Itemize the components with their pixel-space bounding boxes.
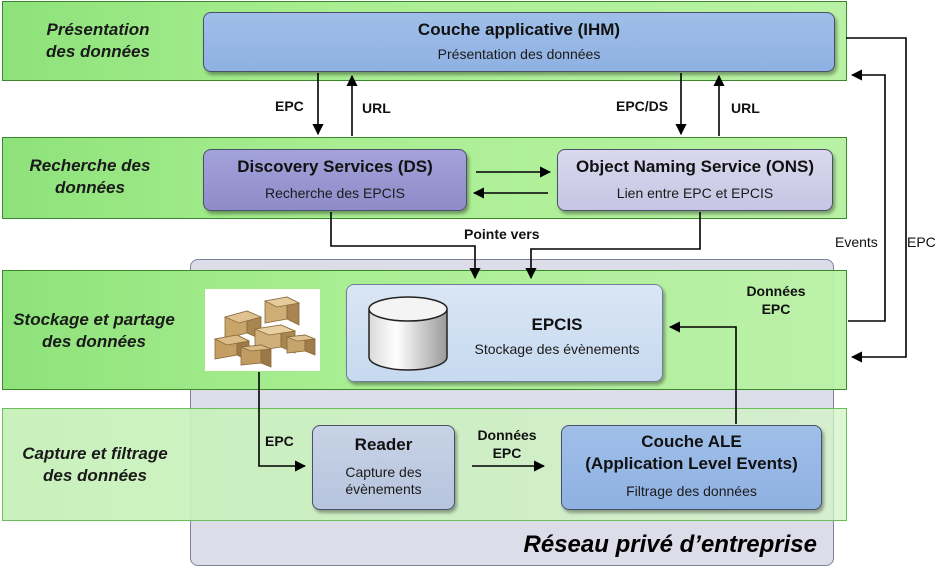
ihm-title: Couche applicative (IHM) bbox=[417, 20, 621, 39]
label-events: Events bbox=[835, 234, 878, 250]
arrow-ons-points-to-epcis bbox=[525, 212, 701, 280]
ihm-box: Couche applicative (IHM) Présentation de… bbox=[203, 12, 835, 72]
ihm-subtitle: Présentation des données bbox=[437, 46, 601, 62]
ons-title: Object Naming Service (ONS) bbox=[575, 157, 815, 176]
epcis-subtitle: Stockage des évènements bbox=[474, 341, 640, 357]
database-cylinder-icon bbox=[368, 296, 448, 371]
label-epc-ds: EPC/DS bbox=[616, 98, 669, 114]
label-pointe-vers: Pointe vers bbox=[464, 226, 540, 242]
ds-subtitle: Recherche des EPCIS bbox=[264, 185, 406, 201]
ale-box: Couche ALE(Application Level Events) Fil… bbox=[561, 425, 822, 510]
label-url-left: URL bbox=[362, 100, 391, 116]
ale-title: Couche ALE(Application Level Events) bbox=[585, 432, 798, 473]
label-url-right: URL bbox=[731, 100, 760, 116]
arrow-epc-to-reader bbox=[258, 372, 307, 472]
ons-box: Object Naming Service (ONS) Lien entre E… bbox=[557, 149, 833, 211]
label-epc-reader: EPC bbox=[265, 433, 294, 449]
epcis-title: EPCIS bbox=[531, 315, 583, 334]
arrow-ale-to-epcis bbox=[668, 321, 737, 424]
reader-title: Reader bbox=[354, 435, 413, 454]
arrow-epc-to-stockage bbox=[846, 37, 907, 363]
label-epc-far: EPC bbox=[907, 234, 936, 250]
label-epc-left: EPC bbox=[275, 98, 304, 114]
arrow-events-to-ihm bbox=[848, 69, 886, 322]
ale-subtitle: Filtrage des données bbox=[626, 483, 757, 499]
epcis-box: EPCIS Stockage des évènements bbox=[346, 284, 663, 382]
cardboard-boxes-image bbox=[205, 289, 320, 371]
ds-box: Discovery Services (DS) Recherche des EP… bbox=[203, 149, 467, 211]
ds-title: Discovery Services (DS) bbox=[237, 157, 433, 176]
arrow-ds-points-to-epcis bbox=[330, 212, 481, 280]
ons-subtitle: Lien entre EPC et EPCIS bbox=[616, 185, 774, 201]
network-label: Réseau privé d’entreprise bbox=[523, 531, 817, 558]
